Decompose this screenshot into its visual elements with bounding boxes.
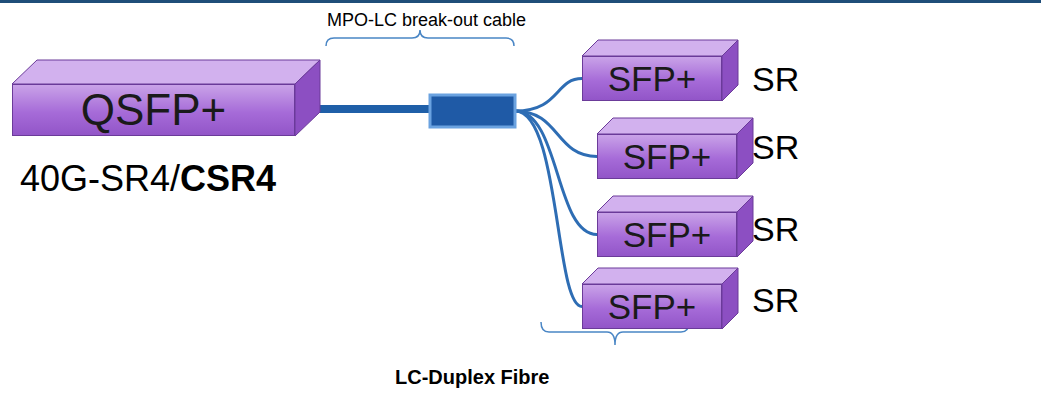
module-name: SFP+ xyxy=(608,61,697,96)
module-name: SFP+ xyxy=(623,139,712,174)
optic-type: SR xyxy=(752,281,799,320)
fibre-lead xyxy=(295,110,597,235)
module-name: QSFP+ xyxy=(81,88,227,132)
cable-name: MPO-LC break-out cable xyxy=(327,10,526,31)
sfp-module: SFP+ xyxy=(582,56,722,101)
sfp-module: SFP+ xyxy=(582,284,722,329)
cable-bracket xyxy=(326,30,514,46)
module-type: CSR4 xyxy=(180,158,276,199)
module-name: SFP+ xyxy=(608,289,697,324)
sfp-module: SFP+ xyxy=(597,134,737,179)
sfp-module: SFP+ xyxy=(597,212,737,257)
optic-type: SR xyxy=(752,210,799,249)
module-type: 40G-SR4/ xyxy=(20,158,180,199)
breakout-connector xyxy=(430,95,515,127)
module-name: SFP+ xyxy=(623,217,712,252)
fibre-name: LC-Duplex Fibre xyxy=(395,366,549,389)
fibre-lead xyxy=(295,110,582,307)
optic-type: SR xyxy=(752,128,799,167)
optic-type: SR xyxy=(752,60,799,99)
qsfp-module: QSFP+ xyxy=(12,84,295,136)
trunk-cable xyxy=(318,105,432,113)
header-rule xyxy=(0,0,1041,3)
